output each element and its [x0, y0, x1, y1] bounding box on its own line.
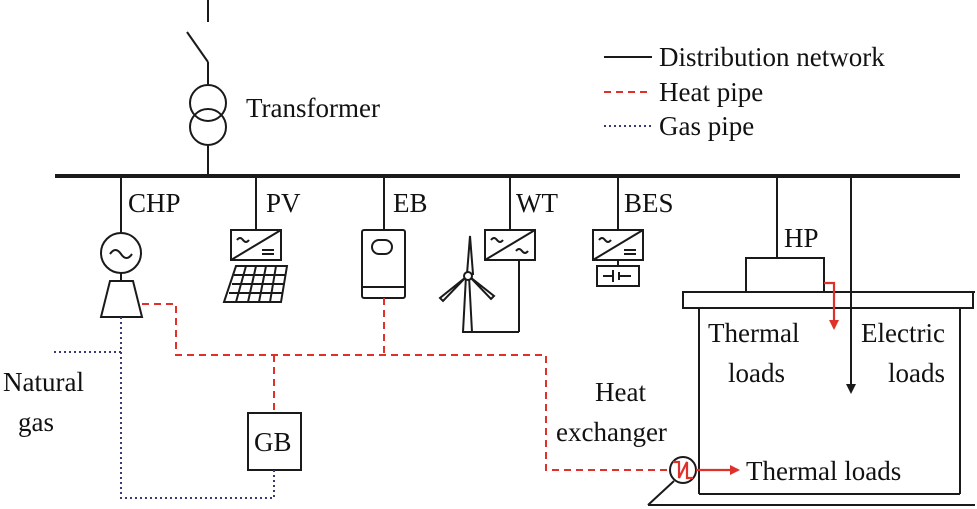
bes-label: BES: [624, 188, 674, 218]
eb-unit: [361, 176, 406, 299]
wind-turbine-icon: [461, 275, 474, 333]
transformer-label: Transformer: [246, 93, 380, 123]
legend-heat-label: Heat pipe: [659, 77, 763, 107]
transformer-icon: [189, 84, 227, 175]
hp-heat-flow: [824, 281, 839, 330]
electric-label: Electric: [861, 318, 945, 348]
pv-label: PV: [266, 188, 301, 218]
thermal-loads-bottom-label: Thermal loads: [746, 456, 901, 486]
chp-unit: [99, 176, 144, 318]
legend-distribution-label: Distribution network: [659, 42, 885, 72]
heat-exchanger: [647, 456, 975, 506]
heat-pipes: [142, 298, 672, 471]
electric-loads-label: loads: [888, 358, 945, 388]
thermal-loads-label: loads: [728, 358, 785, 388]
gas-pipes: [54, 317, 275, 499]
hp-label: HP: [784, 223, 819, 253]
legend: Distribution network Heat pipe Gas pipe: [604, 42, 885, 141]
exchanger-label: exchanger: [556, 417, 667, 447]
gas-turbine-icon: [99, 280, 144, 318]
gb-label: GB: [254, 427, 292, 457]
pv-unit: [222, 176, 289, 303]
hp-building: [682, 176, 975, 495]
wt-label: WT: [516, 188, 558, 218]
eb-label: EB: [393, 188, 428, 218]
switch-icon: [186, 31, 209, 63]
natural-label: Natural: [3, 367, 84, 397]
chp-label: CHP: [128, 188, 181, 218]
heat-label: Heat: [595, 377, 646, 407]
grid-feed: [186, 0, 209, 84]
legend-gas-label: Gas pipe: [659, 111, 754, 141]
thermal-label: Thermal: [708, 318, 799, 348]
gas-label: gas: [18, 407, 54, 437]
building-slab: [682, 291, 974, 309]
heat-pump-icon: [745, 257, 825, 293]
gas-boiler-box: [247, 412, 302, 471]
bes-unit: [592, 176, 644, 287]
wt-unit: [438, 176, 536, 333]
